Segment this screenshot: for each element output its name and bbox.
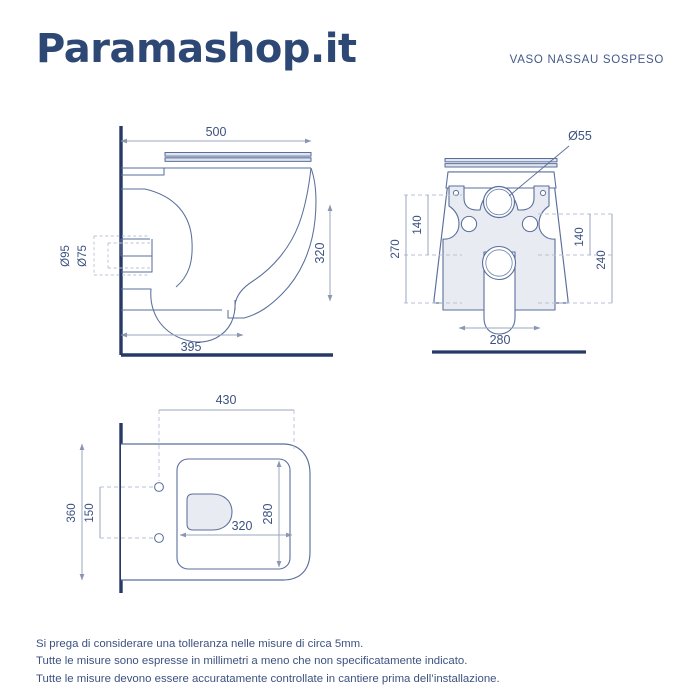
footer-line-3: Tutte le misure devono essere accuratame… (36, 672, 500, 685)
dimension-240: 240 (596, 214, 613, 303)
plan-seat-rim (176, 458, 291, 570)
svg-text:395: 395 (181, 340, 202, 354)
svg-text:320: 320 (313, 243, 327, 264)
plan-view: 430 150 360 (66, 393, 311, 593)
svg-text:360: 360 (66, 503, 78, 522)
seat-lid-profile (164, 151, 312, 162)
side-hole-left (460, 215, 478, 233)
footer-line-2: Tutte le misure sono espresse in millime… (36, 655, 468, 668)
svg-text:240: 240 (596, 250, 608, 269)
svg-text:Ø55: Ø55 (568, 129, 592, 143)
fixing-point-left (452, 189, 460, 197)
svg-text:Ø75: Ø75 (77, 245, 89, 267)
dimension-270: 270 (390, 195, 407, 303)
dimension-360: 360 (66, 443, 85, 581)
outlet-diameter-detail: Ø95 Ø75 (60, 235, 150, 276)
side-elevation-view: 500 (60, 125, 333, 357)
svg-text:500: 500 (206, 125, 227, 139)
rear-elevation-view: Ø55 270 140 (390, 129, 614, 354)
dimension-430: 430 (158, 393, 295, 481)
side-hole-right (521, 215, 539, 233)
product-title: VASO NASSAU SOSPESO (509, 54, 664, 66)
leader-diameter-55: Ø55 (508, 129, 592, 197)
svg-text:430: 430 (216, 393, 237, 407)
dimension-500: 500 (120, 125, 312, 144)
footer-line-1: Si prega di considerare una tolleranza n… (36, 638, 364, 650)
dimension-280-rear: 280 (458, 325, 541, 347)
brand-logo: Paramashop.it (36, 26, 357, 72)
dimension-140-left: 140 (412, 195, 429, 255)
svg-text:280: 280 (261, 504, 275, 525)
dimension-140-right: 140 (574, 214, 591, 255)
dimension-280-plan: 280 (261, 460, 282, 568)
outlet-hole-55 (482, 185, 516, 219)
svg-text:280: 280 (490, 333, 511, 347)
dimension-150: 150 (84, 486, 155, 539)
svg-text:140: 140 (412, 215, 424, 234)
svg-text:Ø95: Ø95 (60, 245, 72, 267)
footer-notes: Si prega di considerare una tolleranza n… (36, 636, 500, 688)
fixing-point-right (539, 189, 547, 197)
svg-text:140: 140 (574, 227, 586, 246)
dimension-395: 395 (120, 332, 244, 354)
plan-outlet-shape (186, 493, 233, 531)
bolt-hole-top (154, 482, 164, 492)
bolt-hole-bottom (154, 533, 164, 543)
svg-text:150: 150 (84, 503, 96, 522)
dimension-320-plan: 320 (179, 519, 293, 538)
svg-text:270: 270 (390, 239, 402, 258)
svg-text:320: 320 (232, 519, 253, 533)
dimension-320: 320 (313, 204, 333, 302)
